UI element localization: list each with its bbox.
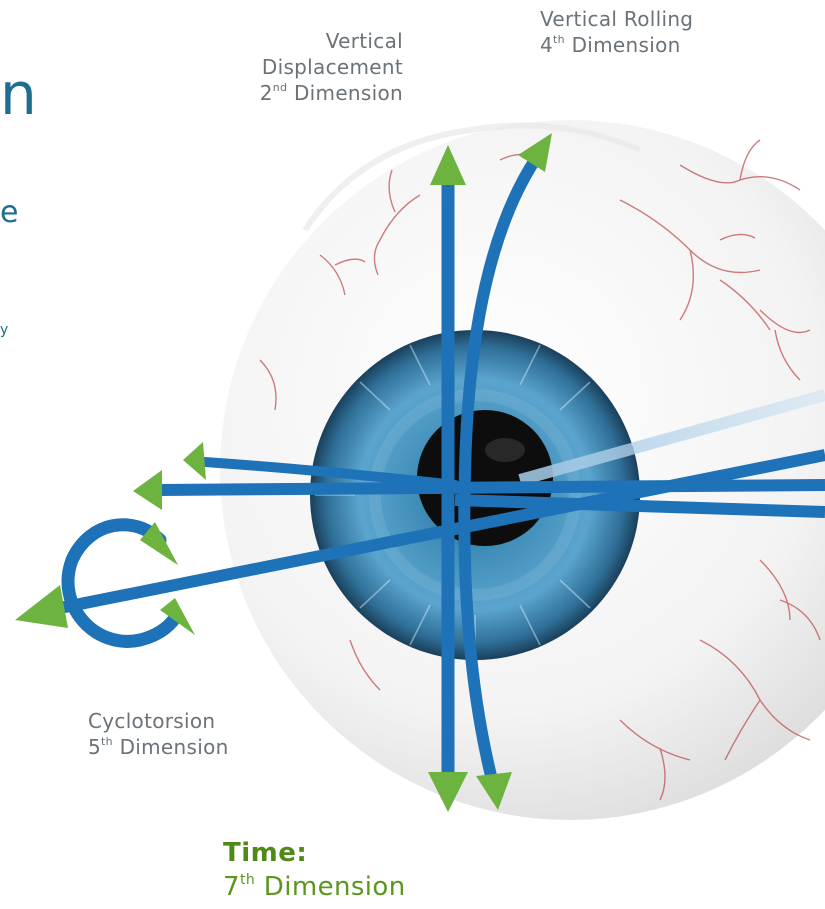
vertical-displacement-line2: Displacement <box>261 55 403 79</box>
horizontal-rolling-arrow-head-icon <box>183 442 206 480</box>
depth-axis-arrow <box>518 389 825 486</box>
vertical-displacement-line1: Vertical <box>325 29 403 53</box>
heading-fragment: n <box>0 60 37 128</box>
body-text-fragment: y <box>0 322 9 338</box>
time-dimension: 7th Dimension <box>223 872 406 902</box>
horizontal-displacement-arrow-right <box>454 494 825 518</box>
horizontal-displacement-arrow <box>159 479 825 496</box>
horizontal-displacement-arrow-head-icon <box>133 470 162 510</box>
vertical-rolling-line1: Vertical Rolling <box>540 7 694 31</box>
vertical-rolling-arrow-bottom-head-icon <box>476 772 512 810</box>
vertical-displacement-arrow-bottom-head-icon <box>428 772 468 812</box>
cyclotorsion-label: Cyclotorsion 5th Dimension <box>88 708 229 760</box>
depth-diagonal-arrow-head-icon <box>15 585 68 628</box>
vertical-rolling-arrow-top-head-icon <box>518 133 552 172</box>
cyclotorsion-arrow <box>61 518 195 648</box>
vertical-displacement-label: Vertical Displacement 2nd Dimension <box>143 28 403 106</box>
subheading-fragment: e <box>0 195 19 230</box>
cyclotorsion-dimension: 5th Dimension <box>88 735 229 759</box>
vertical-displacement-arrow-top-head-icon <box>430 145 466 185</box>
time-label: Time: <box>223 838 308 868</box>
vertical-rolling-dimension: 4th Dimension <box>540 33 681 57</box>
vertical-rolling-arrow <box>458 154 541 786</box>
vertical-rolling-label: Vertical Rolling 4th Dimension <box>540 6 693 58</box>
cyclotorsion-line1: Cyclotorsion <box>88 709 216 733</box>
vertical-displacement-dimension: 2nd Dimension <box>259 81 403 105</box>
cyclotorsion-arrow-head-bottom-icon <box>160 598 195 635</box>
horizontal-rolling-arrow <box>200 457 460 490</box>
